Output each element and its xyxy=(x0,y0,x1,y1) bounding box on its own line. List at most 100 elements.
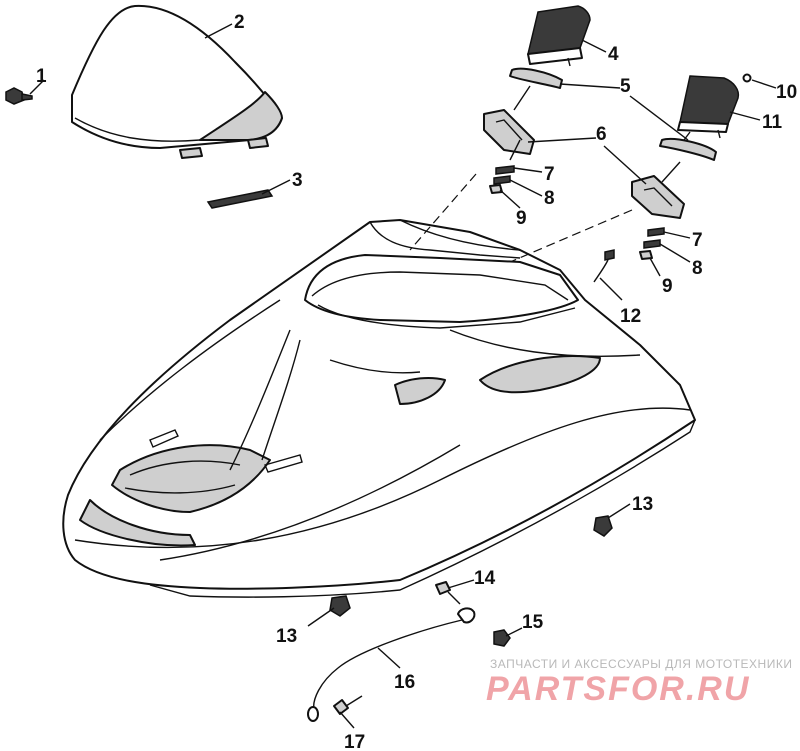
callout-4: 4 xyxy=(608,44,619,65)
watermark: ЗАПЧАСТИ И АКСЕССУАРЫ ДЛЯ МОТОТЕХНИКИ PA… xyxy=(486,657,792,708)
part-13-grommets xyxy=(329,515,613,617)
leader-12 xyxy=(599,277,623,301)
part-1-rivet xyxy=(5,87,33,105)
callout-16: 16 xyxy=(394,672,415,693)
gauge-4-body xyxy=(527,47,583,65)
nut-15 xyxy=(493,629,511,647)
part-5-gaskets xyxy=(509,67,717,161)
axis-4-5 xyxy=(513,85,531,111)
leader-8b xyxy=(659,243,691,263)
watermark-logo: PARTSFOR.RU xyxy=(486,670,750,708)
leader-6a xyxy=(527,137,597,143)
part-17-screw xyxy=(333,695,363,715)
leader-4 xyxy=(581,39,607,53)
cable-eyelet-top xyxy=(457,607,476,624)
axis-5-6b xyxy=(661,161,681,183)
housing-6a xyxy=(483,109,535,155)
hood-headlight-inner2 xyxy=(124,484,236,494)
callout-9a: 9 xyxy=(516,208,527,229)
tie-head xyxy=(604,249,615,261)
hood-lip-inner2 xyxy=(317,304,576,329)
gauge-4-face xyxy=(527,5,591,55)
leader-9b xyxy=(649,257,661,277)
grommet-13a xyxy=(593,515,613,537)
housing-6a-detail xyxy=(495,119,523,141)
windshield-tab-right xyxy=(247,137,269,149)
leader-15 xyxy=(505,627,523,637)
hood-contour-5 xyxy=(329,359,421,374)
windshield-body xyxy=(71,4,283,149)
part-4-gauge xyxy=(527,5,591,67)
hood-contour-4 xyxy=(449,329,641,357)
gauge-11-peg xyxy=(717,129,721,139)
hood-headlight-recess xyxy=(111,444,271,513)
leader-14 xyxy=(447,579,475,589)
hood-contour-1 xyxy=(99,299,281,441)
gauge-4-peg xyxy=(567,57,571,67)
hood-center-channel2 xyxy=(261,339,301,461)
part-10-11-gauge xyxy=(677,73,752,139)
callout-3: 3 xyxy=(292,170,303,191)
leader-13b xyxy=(307,607,335,627)
windshield-shade xyxy=(199,91,283,141)
hood-top-ridge2 xyxy=(399,219,521,251)
strip-body xyxy=(206,189,274,209)
screw-shank xyxy=(345,695,363,707)
part-15-nut xyxy=(493,629,511,647)
leader-8a xyxy=(509,179,543,197)
leader-16 xyxy=(377,647,401,669)
grommet-13b xyxy=(329,595,351,617)
rivet-shank xyxy=(21,93,33,101)
callout-11: 11 xyxy=(762,112,783,133)
callout-17: 17 xyxy=(344,732,365,751)
callout-9b: 9 xyxy=(662,276,673,297)
screw-head xyxy=(333,699,349,715)
gasket-5a xyxy=(509,67,563,89)
leader-13a xyxy=(607,503,631,519)
spring-7a xyxy=(495,165,515,175)
hood-mid-vent xyxy=(394,376,446,405)
housing-6b-detail xyxy=(643,187,673,207)
hood-top-ridge xyxy=(369,221,521,259)
hood-side-edge xyxy=(149,419,696,598)
part-2-windshield xyxy=(71,4,283,159)
callout-10: 10 xyxy=(776,82,797,103)
leader-2 xyxy=(204,23,233,39)
nut-9a xyxy=(489,184,503,194)
callout-13a: 13 xyxy=(632,494,653,515)
callout-8b: 8 xyxy=(692,258,703,279)
hood-headlight-inner xyxy=(129,460,241,476)
hood-contour-3 xyxy=(159,444,461,561)
callout-13b: 13 xyxy=(276,626,297,647)
callout-1: 1 xyxy=(36,66,47,87)
hood-lip-inner xyxy=(311,271,569,301)
cable-eyelet-bottom xyxy=(307,706,319,722)
part-14-bolt xyxy=(435,581,461,605)
leader-9a xyxy=(499,189,521,209)
dash-gauge-right xyxy=(509,209,633,263)
part-7-8-9-fasteners xyxy=(489,165,665,260)
callout-14: 14 xyxy=(474,568,496,589)
leader-7b xyxy=(663,231,691,239)
leader-5b xyxy=(629,95,689,141)
gauge-11-face xyxy=(679,75,740,125)
hood-center-channel xyxy=(229,329,291,471)
callout-6: 6 xyxy=(596,124,607,145)
part-12-tie xyxy=(593,249,615,283)
axis-5-6 xyxy=(509,139,521,161)
callout-labels: 1 2 3 4 5 6 7 8 9 10 11 7 8 9 12 13 14 1… xyxy=(36,12,797,751)
hood-slot-2 xyxy=(264,454,303,473)
hood-assembly xyxy=(62,219,696,598)
callout-8a: 8 xyxy=(544,188,555,209)
part-6-housings xyxy=(483,109,685,219)
windshield-edge xyxy=(74,117,201,142)
leader-7a xyxy=(513,167,543,173)
hood-lower-vent xyxy=(79,499,196,547)
leader-17 xyxy=(339,711,355,729)
bolt-head xyxy=(435,581,451,595)
callout-2: 2 xyxy=(234,12,245,33)
callout-5: 5 xyxy=(620,76,631,97)
callout-15: 15 xyxy=(522,612,544,633)
axis-11-5 xyxy=(683,131,691,141)
leader-10 xyxy=(751,79,777,89)
